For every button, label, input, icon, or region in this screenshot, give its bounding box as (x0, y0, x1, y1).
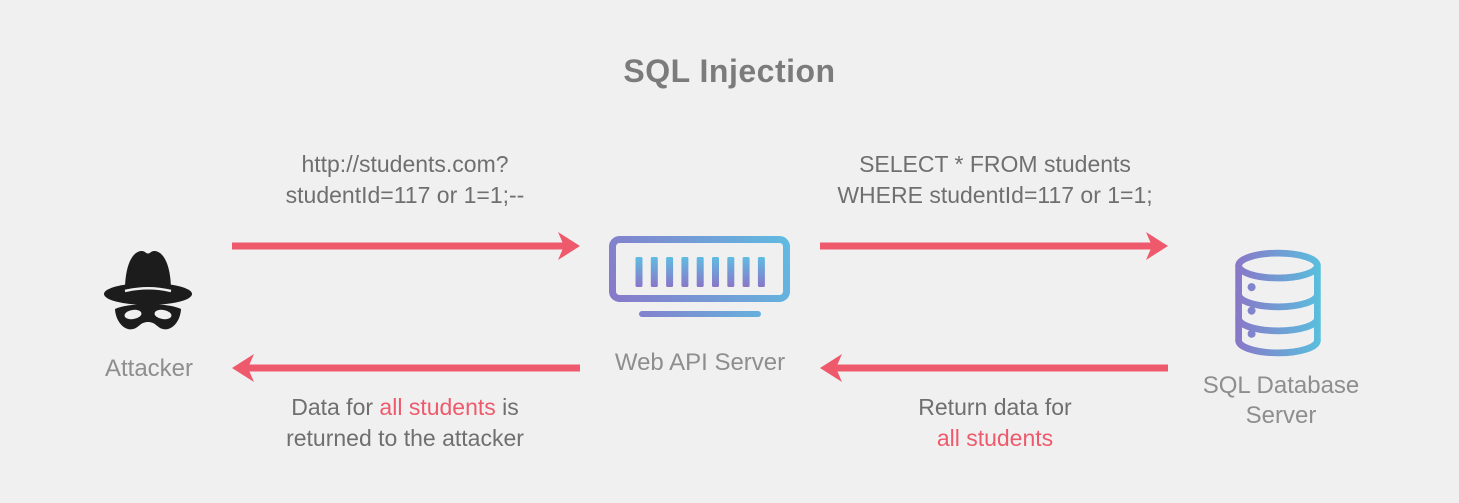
request-url-line2: studentId=117 or 1=1;-- (285, 182, 525, 208)
sql-query-line2: WHERE studentId=117 or 1=1; (837, 182, 1153, 208)
sql-query-text: SELECT * FROM students WHERE studentId=1… (805, 149, 1185, 211)
arrow-api-to-db (820, 232, 1168, 260)
request-url-text: http://students.com? studentId=117 or 1=… (215, 149, 595, 211)
response-to-api-text: Return data for all students (805, 392, 1185, 454)
sql-database-server-label: SQL Database Server (1171, 371, 1391, 431)
database-icon (1235, 249, 1321, 357)
arrow-api-to-attacker (232, 354, 580, 382)
attacker-label: Attacker (104, 355, 194, 382)
server-icon (609, 236, 790, 317)
web-api-server-label: Web API Server (614, 349, 786, 376)
sql-query-line1: SELECT * FROM students (859, 151, 1131, 177)
response-to-attacker-line2: returned to the attacker (286, 425, 524, 451)
arrow-attacker-to-api (232, 232, 580, 260)
sql-database-server-label-line2: Server (1245, 402, 1317, 429)
arrow-db-to-api (820, 354, 1168, 382)
response-to-attacker-text: Data for all students is returned to the… (215, 392, 595, 454)
response-to-attacker-line1: Data for all students is (291, 394, 519, 420)
highlight-all-students: all students (379, 394, 496, 420)
request-url-line1: http://students.com? (301, 151, 509, 177)
response-to-api-line1: Return data for (918, 394, 1072, 420)
highlight-all-students: all students (936, 425, 1054, 451)
sql-database-server-label-line1: SQL Database (1202, 372, 1360, 399)
page-title: SQL Injection (623, 53, 836, 89)
spy-icon (104, 250, 192, 330)
